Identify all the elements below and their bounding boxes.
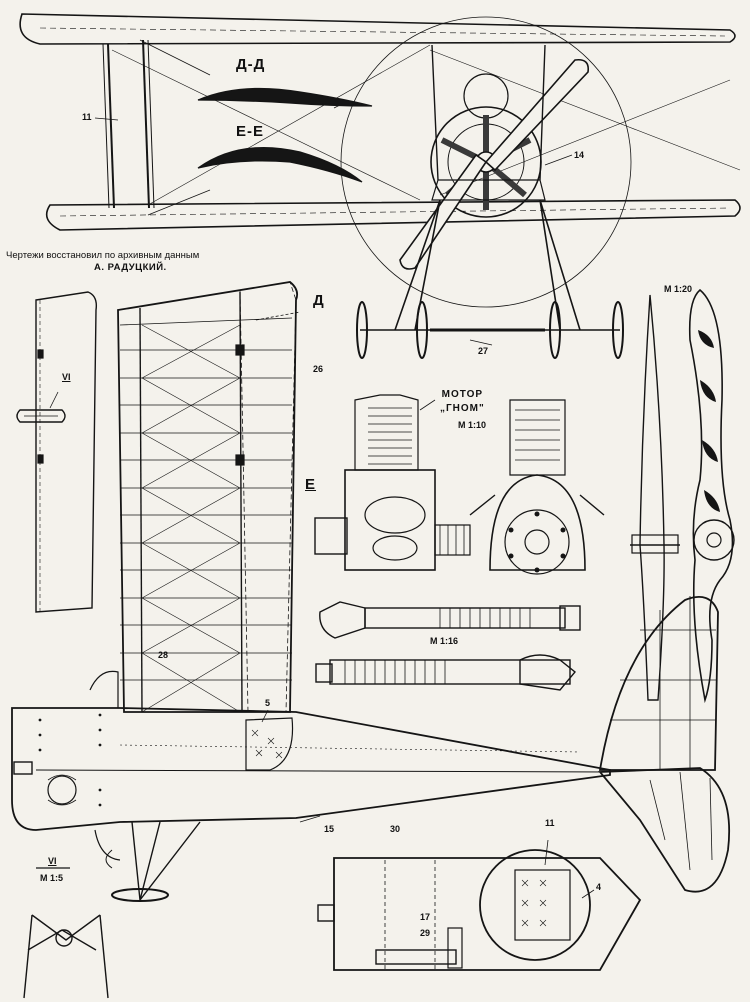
credit-author: А. РАДУЦКИЙ.: [94, 262, 167, 273]
cockpit-opening: [245, 717, 294, 771]
front-wheels: [356, 301, 624, 359]
section-marker-d: Д: [313, 292, 325, 309]
callout-5: 5: [265, 698, 271, 708]
horizontal-tail: [598, 767, 731, 893]
callout-27: 27: [478, 346, 489, 356]
landing-gear-struts: [394, 199, 581, 331]
front-view: [19, 13, 741, 359]
fuselage-side-view: [11, 596, 731, 902]
cockpit-coaming: [479, 849, 591, 961]
airfoil-section-ee: [197, 147, 363, 183]
section-label-dd: Д-Д: [236, 56, 266, 73]
aileron-side-view: [16, 291, 98, 613]
interplane-strut-outer: [107, 43, 115, 209]
airfoil-section-dd: [197, 87, 373, 107]
machine-gun-views: [315, 601, 581, 691]
lower-wing: [45, 199, 741, 231]
detail-vi-slot: [16, 409, 66, 423]
propeller-blade-lower: [399, 153, 488, 270]
gnome-engine-views: [314, 394, 605, 575]
wing-plan-view: [117, 281, 301, 713]
vertical-tail: [598, 596, 719, 771]
callout-28: 28: [158, 650, 169, 660]
propeller-face-view: [688, 288, 734, 704]
upper-wing: [19, 13, 736, 45]
callout-15: 15: [324, 824, 335, 834]
engine-title-line-2: „ГНОМ": [440, 403, 485, 414]
detail-vi-fitting: [23, 867, 109, 999]
callout-11-cockpit: 11: [545, 818, 555, 828]
side-wheel: [111, 888, 169, 902]
detail-vi-marker: VI: [62, 372, 71, 382]
callout-11-strut: 11: [82, 112, 92, 122]
engine-title-line-1: МОТОР: [441, 389, 484, 400]
callout-17: 17: [420, 912, 431, 922]
cockpit-plan-view: [317, 839, 642, 971]
propeller-scale: М 1:20: [664, 284, 693, 294]
drawing-credit: Чертежи восстановил по архивным данным А…: [6, 250, 199, 274]
section-marker-e: Е: [305, 476, 317, 493]
callout-4: 4: [596, 882, 602, 892]
engine-scale: М 1:10: [458, 420, 487, 430]
section-label-ee: Е-Е: [236, 123, 265, 140]
callout-26: 26: [313, 364, 324, 374]
credit-line-1: Чертежи восстановил по архивным данным: [6, 250, 200, 261]
callout-29: 29: [420, 928, 431, 938]
callout-14: 14: [574, 150, 585, 160]
interplane-strut-inner: [142, 39, 150, 209]
propeller-edge-view: [639, 294, 665, 701]
callout-30: 30: [390, 824, 401, 834]
propeller-views: [630, 288, 735, 704]
detail-vi-title: VI: [48, 856, 57, 866]
detail-vi-scale: М 1:5: [40, 873, 64, 883]
gun-scale: М 1:16: [430, 636, 459, 646]
propeller-blade-upper: [484, 58, 590, 172]
propeller-disc: [340, 16, 632, 308]
engine-title: МОТОР „ГНОМ": [440, 388, 485, 416]
